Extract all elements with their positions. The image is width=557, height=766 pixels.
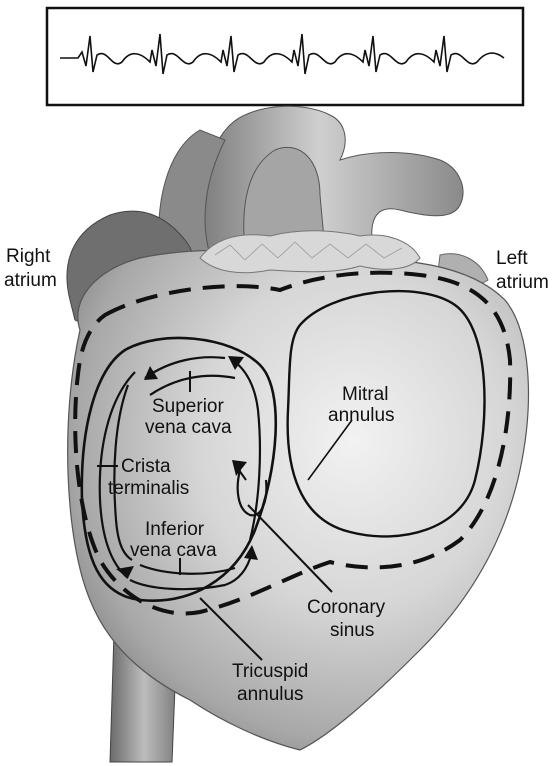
- svg-text:annulus: annulus: [328, 405, 395, 426]
- ecg-panel: [47, 8, 523, 105]
- svg-text:Coronary: Coronary: [307, 597, 386, 618]
- label-left-atrium: Left atrium: [496, 248, 549, 293]
- svg-text:vena cava: vena cava: [130, 540, 217, 561]
- svg-text:Right: Right: [6, 246, 51, 267]
- svg-text:Superior: Superior: [152, 396, 224, 417]
- svg-text:Mitral: Mitral: [342, 384, 388, 405]
- svg-text:vena cava: vena cava: [145, 417, 232, 438]
- epicardial-fat: [200, 231, 420, 273]
- label-right-atrium: Right atrium: [4, 246, 57, 291]
- svg-text:terminalis: terminalis: [108, 478, 189, 499]
- svg-text:atrium: atrium: [4, 270, 57, 291]
- svg-text:atrium: atrium: [496, 272, 549, 293]
- svg-text:Tricuspid: Tricuspid: [232, 661, 308, 682]
- svg-text:Inferior: Inferior: [145, 519, 205, 540]
- svg-text:Left: Left: [496, 248, 528, 269]
- label-superior-vena-cava: Superior vena cava: [145, 396, 232, 438]
- svg-text:sinus: sinus: [330, 620, 374, 641]
- svg-text:annulus: annulus: [237, 684, 304, 705]
- svg-text:Crista: Crista: [121, 456, 171, 477]
- aorta: [201, 106, 463, 250]
